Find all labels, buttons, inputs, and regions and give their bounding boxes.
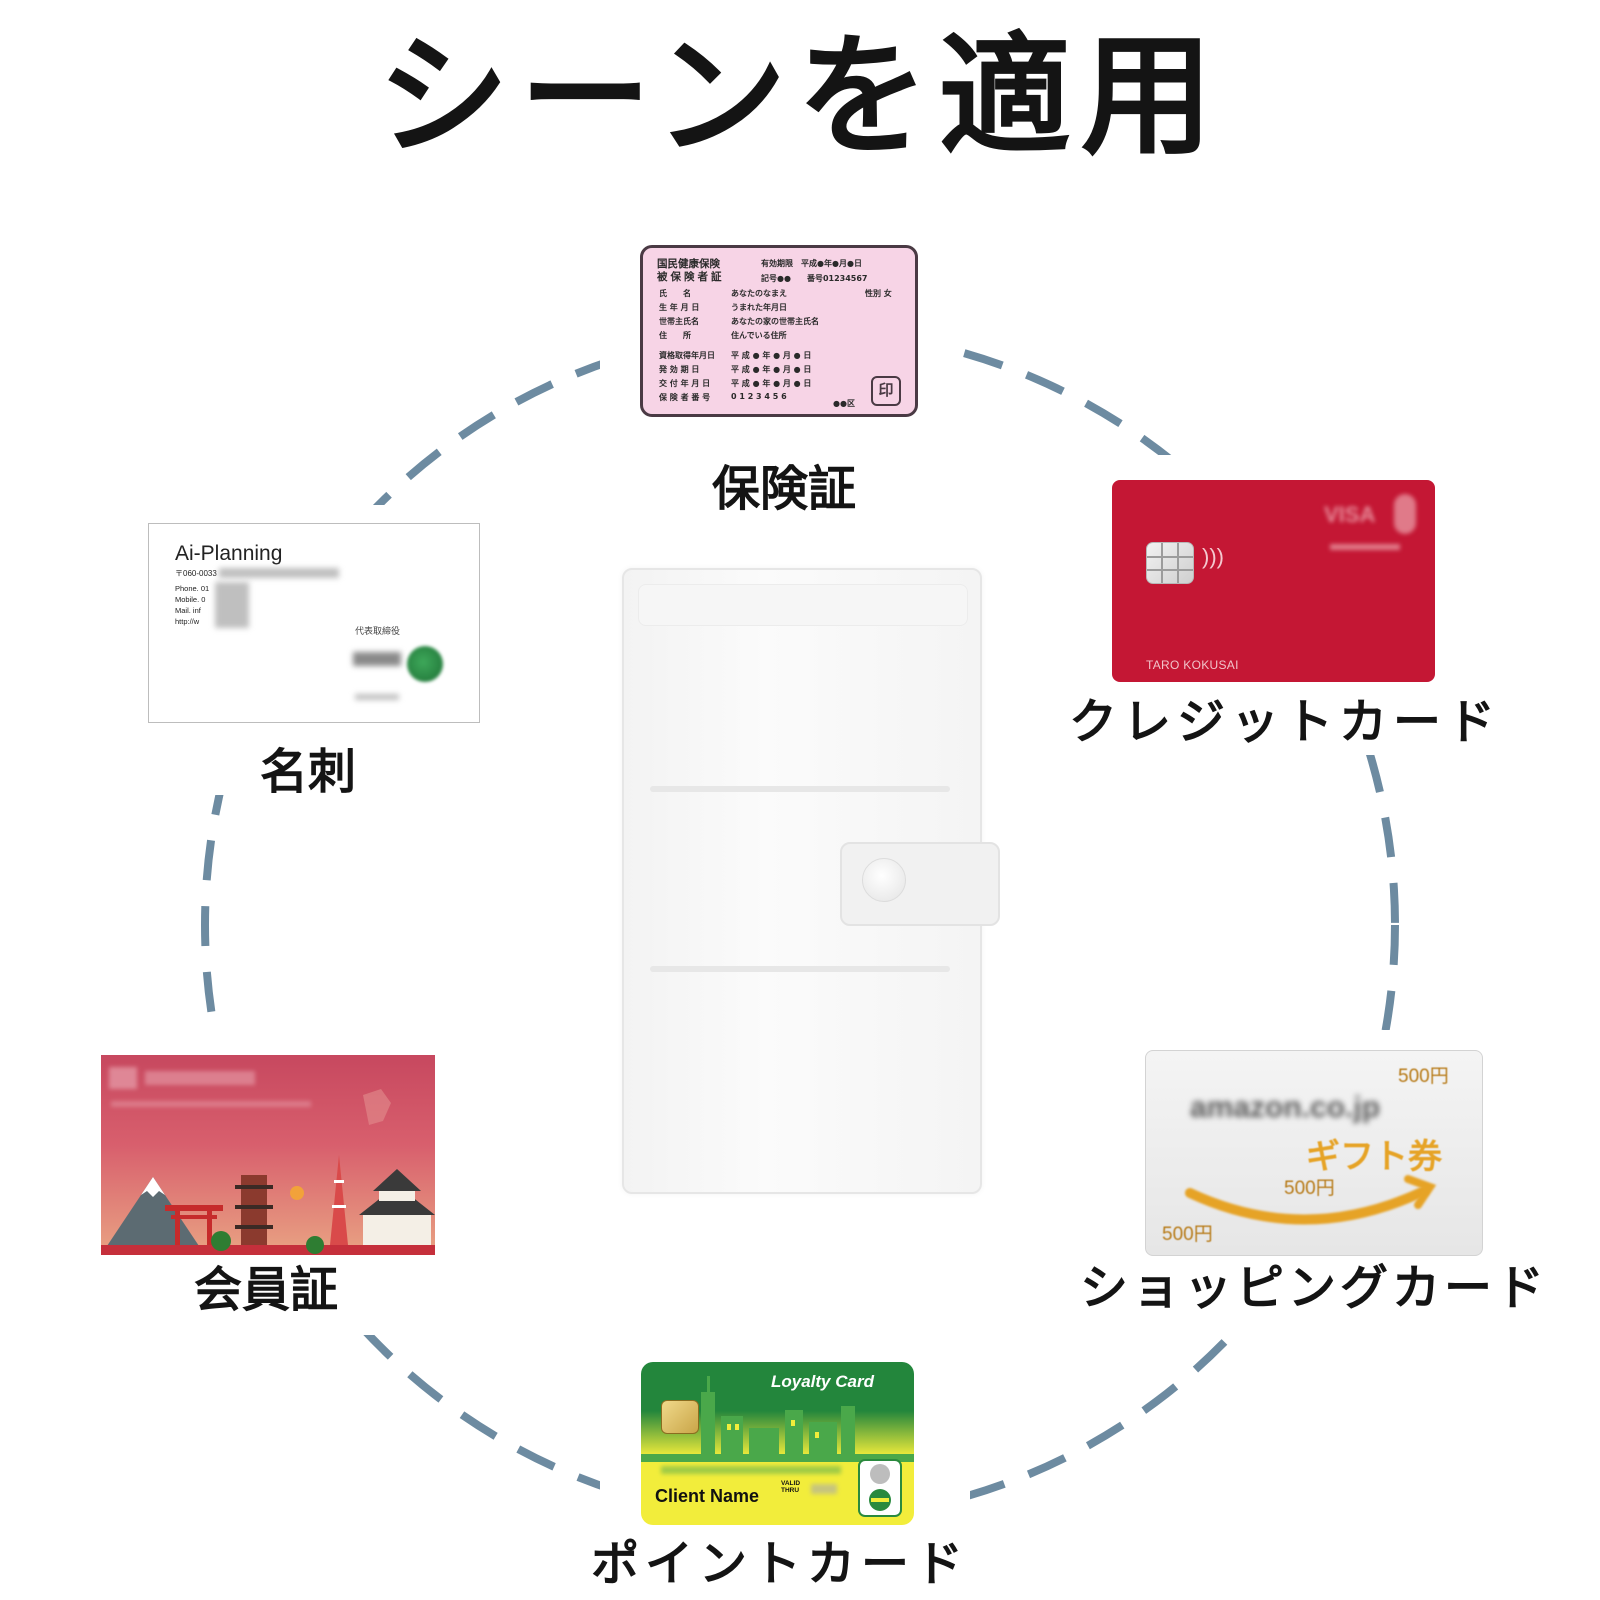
label-shopping: ショッピングカード xyxy=(1079,1260,1549,1316)
blurred-name xyxy=(353,652,401,666)
insurance-row-key: 資格取得年月日 xyxy=(659,351,715,360)
logo-icon xyxy=(407,646,443,682)
insurance-row-value: 住んでいる住所 xyxy=(731,331,787,340)
insurance-footer: ●●区 xyxy=(833,399,855,408)
insurance-row-value: 平 成 ● 年 ● 月 ● 日 xyxy=(731,351,812,360)
smile-arrow-icon xyxy=(1185,1175,1437,1225)
page-title: シーンを適用 xyxy=(377,19,1223,174)
gift-card: 500円 amazon.co.jp ギフト券 500円 500円 xyxy=(1145,1050,1483,1256)
wallet-top-pocket xyxy=(638,584,968,626)
city-skyline-illustration xyxy=(641,1376,914,1517)
chip-icon xyxy=(1146,542,1194,584)
business-line-2: Mobile. 0 xyxy=(175,595,206,604)
blurred-contact xyxy=(215,582,249,628)
business-line-4: http://w xyxy=(175,617,200,626)
label-loyalty: ポイントカード xyxy=(590,1536,970,1592)
wallet-slot-2 xyxy=(650,966,950,972)
loyalty-valid-thru: VALID THRU xyxy=(781,1480,801,1495)
loyalty-card: Loyalty Card Client Name VALID THRU xyxy=(641,1362,914,1525)
insurance-row-key: 世帯主氏名 xyxy=(659,317,699,326)
seal-stamp-icon: 印 xyxy=(871,376,901,406)
blurred-name-romaji xyxy=(355,694,399,700)
loyalty-client: Client Name xyxy=(655,1486,760,1506)
insurance-row-key: 保 険 者 番 号 xyxy=(659,393,711,402)
insurance-validity: 有効期限 平成●年●月●日 xyxy=(761,259,862,268)
card-brand: VISA xyxy=(1324,502,1376,527)
insurance-row-value: あなたのなまえ xyxy=(731,289,787,298)
insurance-row-key: 住 所 xyxy=(659,331,691,340)
snap-button-icon xyxy=(862,858,906,902)
contactless-icon: ))) xyxy=(1202,544,1224,569)
location-pin-icon xyxy=(1394,494,1416,534)
insurance-heading-1: 国民健康保険 xyxy=(657,258,720,270)
business-role: 代表取締役 xyxy=(355,626,401,636)
gift-brand: amazon.co.jp xyxy=(1190,1091,1381,1124)
insurance-heading-2: 被保険者証 xyxy=(657,271,725,283)
wallet-slot-1 xyxy=(650,786,950,792)
blurred-tagline xyxy=(1330,544,1400,550)
blurred-address xyxy=(219,568,339,578)
membership-card xyxy=(101,1055,435,1255)
business-company: Ai-Planning xyxy=(175,542,283,565)
label-insurance: 保険証 xyxy=(711,461,857,517)
label-membership: 会員証 xyxy=(193,1262,339,1318)
insurance-row-key: 氏 名 xyxy=(659,289,691,298)
insurance-row-value: 平 成 ● 年 ● 月 ● 日 xyxy=(731,365,812,374)
gift-amount-top: 500円 xyxy=(1398,1066,1449,1087)
business-line-3: Mail. inf xyxy=(175,606,201,615)
insurance-row-value: うまれた年月日 xyxy=(731,303,787,312)
gift-amount-mid: 500円 xyxy=(1284,1178,1335,1199)
insurance-row-key: 発 効 期 日 xyxy=(659,365,700,374)
insurance-number: 記号●● 番号01234567 xyxy=(761,274,868,283)
business-card: Ai-Planning 〒060-0033 Phone. 01 Mobile. … xyxy=(148,523,480,723)
insurance-row-key: 交 付 年 月 日 xyxy=(659,379,711,388)
insurance-card: 国民健康保険 被保険者証 有効期限 平成●年●月●日 記号●● 番号012345… xyxy=(640,245,918,417)
card-holder: TARO KOKUSAI xyxy=(1146,658,1239,672)
insurance-sex: 性別 女 xyxy=(865,289,892,298)
gift-amount-bottom: 500円 xyxy=(1162,1224,1213,1245)
insurance-row-value: 平 成 ● 年 ● 月 ● 日 xyxy=(731,379,812,388)
gift-word: ギフト券 xyxy=(1306,1137,1442,1177)
business-line-1: Phone. 01 xyxy=(175,584,210,593)
label-credit: クレジットカード xyxy=(1068,694,1502,750)
loyalty-title: Loyalty Card xyxy=(771,1372,874,1391)
business-zip: 〒060-0033 xyxy=(175,569,217,578)
insurance-row-key: 生 年 月 日 xyxy=(659,303,700,312)
label-business: 名刺 xyxy=(259,744,357,800)
credit-card: ))) VISA TARO KOKUSAI xyxy=(1112,480,1435,682)
chip-icon xyxy=(661,1400,699,1434)
insurance-row-value: あなたの家の世帯主氏名 xyxy=(731,317,819,326)
insurance-row-value: 0 1 2 3 4 5 6 xyxy=(731,392,787,401)
japan-landmarks-illustration xyxy=(101,1067,435,1255)
